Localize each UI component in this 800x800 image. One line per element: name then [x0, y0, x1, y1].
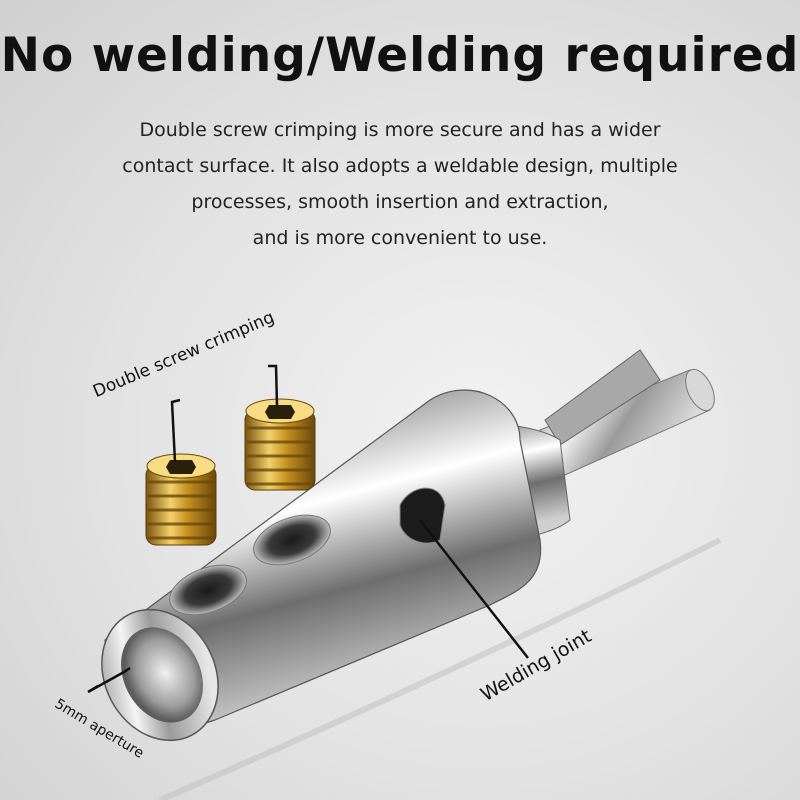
callout-lines [87, 364, 529, 694]
description-text: Double screw crimping is more secure and… [50, 112, 750, 256]
description-line-4: and is more convenient to use. [252, 227, 548, 249]
screw-hole-rear [253, 514, 331, 566]
welding-slot [399, 487, 446, 544]
headline: No welding/Welding required [0, 28, 800, 83]
gold-screw-left [145, 453, 217, 546]
gold-screw-right [244, 398, 316, 491]
description-line-2: contact surface. It also adopts a weldab… [122, 155, 678, 177]
description-line-1: Double screw crimping is more secure and… [139, 119, 661, 141]
screw-hole-front [169, 564, 247, 616]
banana-pin [539, 349, 715, 476]
description-line-3: processes, smooth insertion and extracti… [191, 191, 609, 213]
front-aperture [121, 627, 203, 723]
